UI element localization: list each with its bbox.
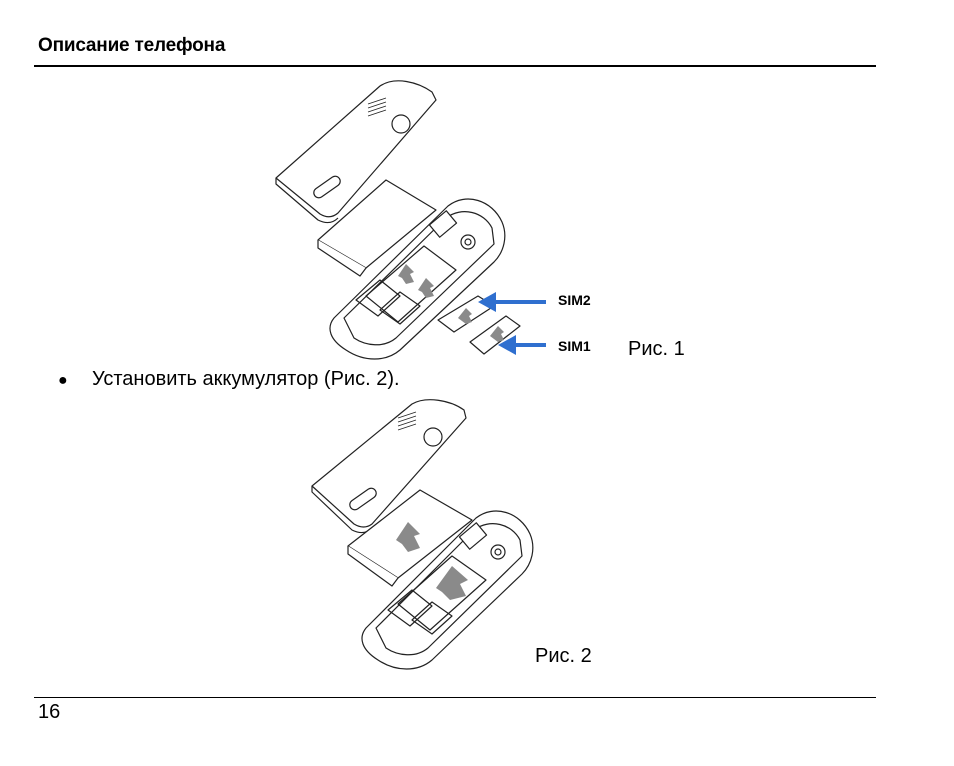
sim2-label: SIM2 — [558, 292, 591, 308]
phone-body-image — [329, 198, 506, 360]
page-number: 16 — [38, 701, 61, 723]
back-cover-image — [275, 80, 437, 224]
battery-insert-arrows — [396, 522, 468, 600]
back-cover-image-2 — [311, 399, 467, 534]
header-divider — [34, 65, 876, 67]
battery-image — [317, 179, 437, 277]
sim-pointer-arrows — [478, 292, 546, 355]
instruction-text: Установить аккумулятор (Рис. 2). — [92, 368, 400, 390]
figure-1-caption: Рис. 1 — [628, 338, 685, 360]
page-header-title: Описание телефона — [38, 35, 226, 56]
figure-2-caption: Рис. 2 — [535, 645, 592, 667]
sim1-label: SIM1 — [558, 338, 591, 354]
insert-arrows — [398, 264, 504, 342]
bullet-icon: ● — [58, 372, 68, 389]
footer-divider — [34, 697, 876, 698]
instruction-bullet: ● Установить аккумулятор (Рис. 2). — [58, 368, 400, 391]
